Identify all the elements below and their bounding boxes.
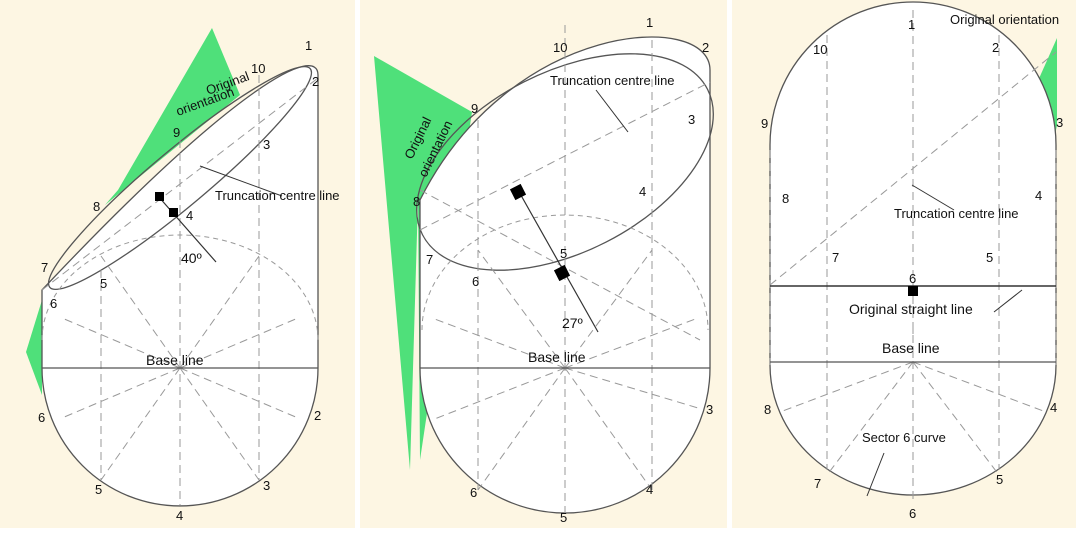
sector-number: 6 <box>470 485 477 500</box>
sector-number: 6 <box>50 296 57 311</box>
angle-label: 40º <box>181 250 202 266</box>
angle-label: 27º <box>562 315 583 331</box>
sector-number: 4 <box>186 208 193 223</box>
right-angle-marker <box>509 183 527 201</box>
truncation-ellipse <box>47 65 313 291</box>
dashed-generators <box>769 10 1057 500</box>
sector-number: 4 <box>1035 188 1042 203</box>
original-orientation-label: Original orientation <box>950 12 1059 27</box>
sector-number: 5 <box>95 482 102 497</box>
panel-right-svg: Original orientation Truncation centre l… <box>732 0 1076 528</box>
sector-number: 7 <box>426 252 433 267</box>
sector-number: 10 <box>553 40 567 55</box>
sector-number: 1 <box>305 38 312 53</box>
sector-number: 6 <box>909 506 916 521</box>
sector-number: 2 <box>314 408 321 423</box>
sector-number: 7 <box>41 260 48 275</box>
sector-number: 4 <box>1050 400 1057 415</box>
label-leader <box>993 289 1023 313</box>
sector-number: 2 <box>312 74 319 89</box>
sector-number: 3 <box>263 137 270 152</box>
sector-number: 1 <box>908 17 915 32</box>
sector-number: 5 <box>560 246 567 261</box>
sector-number: 4 <box>639 184 646 199</box>
label-leader <box>595 89 629 133</box>
label-leader <box>911 184 955 211</box>
sector-number: 8 <box>413 194 420 209</box>
diagram-panel-original: Original orientation Truncation centre l… <box>732 0 1076 528</box>
sector-number: 10 <box>251 61 265 76</box>
sector-number: 9 <box>761 116 768 131</box>
dashed-arc <box>421 214 709 331</box>
truncation-centre-line-label: Truncation centre line <box>215 188 340 203</box>
sector-number: 5 <box>996 472 1003 487</box>
original-orientation-wedge-lower <box>26 300 42 395</box>
panel-middle-svg: Original orientation Truncation centre l… <box>360 0 727 528</box>
right-angle-marker <box>908 286 918 296</box>
sector-number: 5 <box>560 510 567 525</box>
right-angle-marker <box>155 192 164 201</box>
sector-number: 3 <box>263 478 270 493</box>
sector-number: 6 <box>38 410 45 425</box>
sector-curve-label: Sector 6 curve <box>862 430 946 445</box>
sector-number: 6 <box>472 274 479 289</box>
sector-number: 9 <box>173 125 180 140</box>
sector-number: 2 <box>702 40 709 55</box>
sector-number: 7 <box>832 250 839 265</box>
sector-number: 1 <box>646 15 653 30</box>
sector-number: 3 <box>688 112 695 127</box>
sector-number: 8 <box>764 402 771 417</box>
dashed-generators <box>477 25 653 513</box>
truncation-centre-line-label: Truncation centre line <box>550 73 675 88</box>
label-leader <box>199 165 283 197</box>
diagram-panel-27-degree: Original orientation Truncation centre l… <box>360 0 727 528</box>
truncation-ellipse <box>416 53 714 271</box>
radial-lines <box>769 51 1057 476</box>
label-leader <box>866 452 885 497</box>
truncation-normal <box>157 195 217 263</box>
truncation-normal <box>517 189 599 333</box>
base-line-label: Base line <box>528 349 586 365</box>
diagram-panel-40-degree: Original orientation Truncation centre l… <box>0 0 355 528</box>
base-line-label: Base line <box>146 352 204 368</box>
panel-left-svg: Original orientation Truncation centre l… <box>0 0 355 528</box>
sector-number: 4 <box>646 482 653 497</box>
sector-number: 7 <box>814 476 821 491</box>
original-straight-line-label: Original straight line <box>849 301 973 317</box>
sector-number: 8 <box>93 199 100 214</box>
original-orientation-wedge <box>105 28 240 205</box>
sector-number: 5 <box>100 276 107 291</box>
base-line-label: Base line <box>882 340 940 356</box>
sector-number: 8 <box>782 191 789 206</box>
sector-number: 6 <box>909 271 916 286</box>
truncation-centre-line-label: Truncation centre line <box>894 206 1019 221</box>
sector-number: 10 <box>813 42 827 57</box>
sector-number: 3 <box>1056 115 1063 130</box>
right-angle-marker <box>553 264 571 282</box>
dashed-generators <box>100 75 260 505</box>
right-angle-marker <box>169 208 178 217</box>
sector-number: 2 <box>992 40 999 55</box>
sector-number: 3 <box>706 402 713 417</box>
sector-number: 9 <box>471 101 478 116</box>
sector-number: 5 <box>986 250 993 265</box>
radial-lines <box>41 77 319 481</box>
sector-number: 4 <box>176 508 183 523</box>
